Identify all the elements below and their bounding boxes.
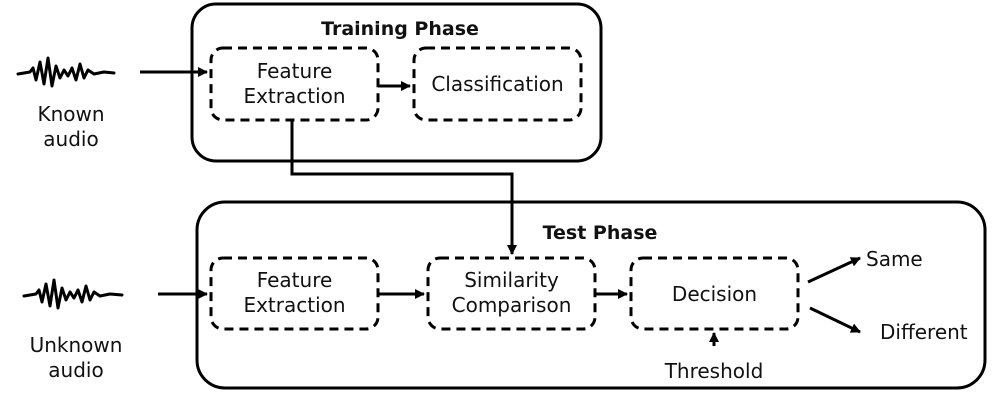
training-feature-extraction-line1: Feature <box>256 59 333 83</box>
unknown-audio-waveform-icon <box>22 278 124 310</box>
training-phase-box <box>190 2 603 163</box>
arrow-training-features-to-similarity <box>290 120 517 255</box>
training-feature-extraction-box <box>209 46 380 122</box>
decision-box <box>629 256 800 331</box>
known-audio-waveform-icon <box>16 56 116 88</box>
training-phase-title: Training Phase <box>321 18 479 40</box>
unknown-audio-line2: audio <box>48 358 104 382</box>
different-output-label: Different <box>880 320 968 344</box>
similarity-line1: Similarity <box>464 268 559 292</box>
threshold-label: Threshold <box>664 359 764 383</box>
known-audio-line2: audio <box>43 127 99 151</box>
training-feature-extraction-label: Feature Extraction <box>211 59 378 109</box>
test-phase-title: Test Phase <box>542 222 658 244</box>
unknown-audio-line1: Unknown <box>29 333 123 357</box>
arrow-decision-to-different <box>809 306 861 334</box>
similarity-comparison-label: Similarity Comparison <box>428 268 595 318</box>
known-audio-line1: Known <box>37 102 105 126</box>
same-output-label: Same <box>866 247 923 271</box>
unknown-audio-label: Unknown audio <box>16 333 136 383</box>
test-feature-extraction-label: Feature Extraction <box>211 268 378 318</box>
test-feature-extraction-line2: Extraction <box>243 293 346 317</box>
training-feature-extraction-line2: Extraction <box>243 84 346 108</box>
arrow-decision-to-same <box>807 256 861 284</box>
test-feature-extraction-line1: Feature <box>256 268 333 292</box>
classification-box <box>412 46 583 122</box>
decision-label: Decision <box>671 282 758 306</box>
known-audio-label: Known audio <box>16 102 126 152</box>
similarity-line2: Comparison <box>451 293 572 317</box>
classification-label: Classification <box>431 72 564 96</box>
